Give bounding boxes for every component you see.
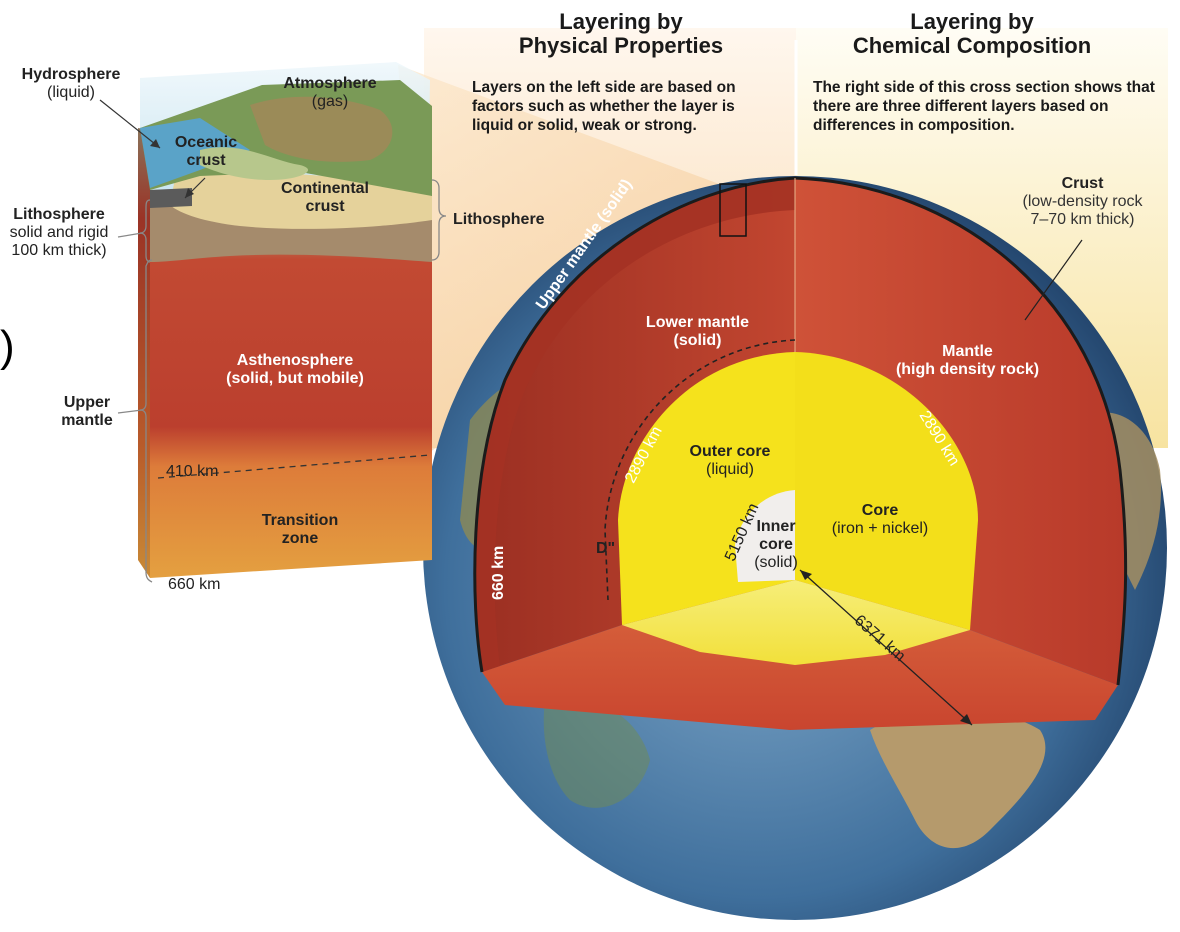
transition-zone-line2: zone (281, 529, 319, 547)
crust-rim-right (794, 176, 1128, 686)
chemical-title-line2: Chemical Composition (852, 32, 1092, 58)
depth-410-label: 410 km (166, 463, 219, 480)
atmosphere-state: (gas) (311, 92, 349, 110)
lithosphere-desc-line1: solid and rigid (9, 223, 109, 241)
ocean-surface (140, 118, 250, 188)
lower-mantle-state: (solid) (673, 331, 722, 349)
physical-description: Layers on the left side are based on fac… (472, 79, 736, 134)
hydrosphere-state: (liquid) (46, 83, 95, 101)
continent-shape-south (543, 698, 650, 808)
lithosphere-right-label: Lithosphere (453, 211, 545, 228)
depth-660-vertical-label: 660 km (490, 545, 507, 600)
depth-410-boundary (157, 454, 431, 479)
crust-desc-line1: (low-density rock (1022, 192, 1143, 210)
asthenosphere-state: (solid, but mobile) (226, 369, 364, 387)
mantle-name: Mantle (942, 343, 993, 360)
outer-core-label: Outer core (liquid) (680, 443, 780, 479)
lithosphere-desc-line2: 100 km thick) (11, 241, 107, 259)
lithosphere-left-name: Lithosphere (13, 206, 105, 223)
outer-core-name: Outer core (689, 443, 771, 460)
lower-mantle-label: Lower mantle (solid) (630, 314, 765, 350)
radius-arrow-head-start (800, 570, 812, 580)
side-parenthesis: ) (0, 322, 15, 371)
block-side-face (138, 128, 150, 578)
transition-zone-label: Transition zone (240, 512, 360, 548)
upper-mantle-leader (117, 409, 143, 414)
oceanic-crust-strip (150, 188, 192, 208)
hydrosphere-pointer (99, 99, 161, 149)
crust-name: Crust (1061, 175, 1104, 192)
chemical-description: The right side of this cross section sho… (813, 79, 1155, 134)
crust-inset-box (719, 183, 747, 237)
hydrosphere-arrow-head (150, 139, 160, 148)
physical-title-line1: Layering by (559, 9, 683, 34)
inner-core-state: (solid) (754, 553, 798, 571)
crust-desc-line2: 7–70 km thick) (1030, 210, 1135, 228)
mantle-label: Mantle (high density rock) (880, 343, 1055, 379)
chemical-title-line1: Layering by (910, 9, 1034, 34)
continental-crust-layer (170, 172, 432, 229)
lithosphere-left-label: Lithosphere solid and rigid 100 km thick… (0, 206, 118, 260)
upper-mantle-label: Upper mantle (52, 394, 122, 430)
continental-crust-line2: crust (305, 197, 345, 215)
upper-mantle-line1: Upper (63, 394, 111, 411)
transition-zone-line1: Transition (261, 512, 339, 529)
radius-line (799, 569, 973, 726)
radius-arrow-head-end (960, 714, 972, 725)
asthenosphere-name: Asthenosphere (236, 352, 354, 369)
oceanic-crust-arrow-head (185, 188, 194, 198)
lower-mantle-name: Lower mantle (645, 314, 750, 331)
inner-core-line2: core (759, 535, 793, 553)
oceanic-crust-line2: crust (186, 151, 226, 169)
d-double-prime-boundary (604, 339, 796, 601)
inner-core (735, 490, 795, 582)
mountain-terrain (250, 96, 393, 162)
depth-660-label: 660 km (168, 576, 221, 593)
core-bottom-face (622, 580, 970, 665)
lithosphere-bracket-right (431, 179, 447, 261)
inner-core-line1: Inner (756, 518, 796, 535)
core-desc: (iron + nickel) (831, 519, 929, 537)
inner-core-label: Inner core (solid) (748, 518, 804, 572)
d-double-prime-label: D" (596, 540, 616, 557)
continental-crust-line1: Continental (281, 180, 369, 197)
asthenosphere-label: Asthenosphere (solid, but mobile) (210, 352, 380, 388)
core-name: Core (861, 502, 899, 519)
core-label: Core (iron + nickel) (815, 502, 945, 538)
oceanic-crust-line1: Oceanic (174, 134, 238, 151)
physical-header: Layering by Physical Properties (515, 10, 727, 58)
chemical-header: Layering by Chemical Composition (852, 10, 1092, 58)
atmosphere-label: Atmosphere (gas) (270, 75, 390, 111)
upper-mantle-line2: mantle (61, 411, 113, 429)
crust-rim-left (473, 176, 796, 673)
lithosphere-leader (117, 232, 143, 238)
africa-shape (870, 709, 1046, 849)
atmosphere-name: Atmosphere (283, 75, 377, 92)
lowland-terrain (200, 147, 309, 180)
mantle-desc: (high density rock) (895, 360, 1040, 378)
continental-crust-label: Continental crust (265, 180, 385, 216)
hydrosphere-name: Hydrosphere (21, 66, 121, 83)
oceanic-crust-label: Oceanic crust (166, 134, 246, 170)
block-front-face (150, 180, 432, 578)
crust-pointer (1024, 239, 1083, 321)
hydrosphere-label: Hydrosphere (liquid) (16, 66, 126, 102)
physical-title-line2: Physical Properties (518, 32, 724, 58)
outer-core-state: (liquid) (705, 460, 754, 478)
crust-label: Crust (low-density rock 7–70 km thick) (1005, 175, 1160, 229)
core-right (795, 352, 978, 630)
